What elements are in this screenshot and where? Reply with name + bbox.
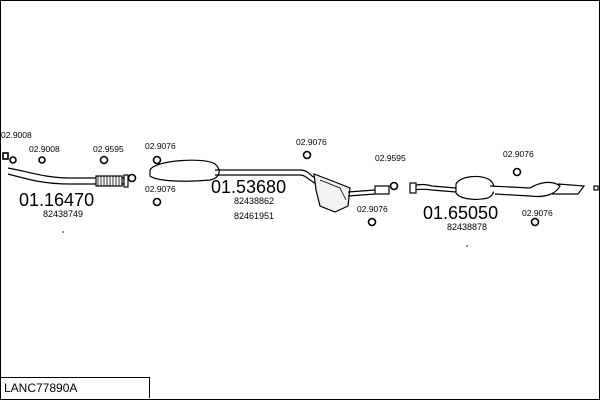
fitting-label: 02.9076: [145, 141, 176, 151]
fitting-label: 02.9076: [296, 137, 327, 147]
oe-reference: 82438749: [43, 209, 83, 219]
oe-reference: 82438878: [447, 222, 487, 232]
oe-reference: 82461951: [234, 211, 274, 221]
fitting-label: 02.9076: [357, 204, 388, 214]
marker-dots: [62, 231, 468, 247]
gasket-icon: [2, 152, 137, 183]
part-number: 01.16470: [19, 190, 94, 210]
fitting-label: 02.9076: [522, 208, 553, 218]
gasket-icon: [152, 150, 399, 227]
kit-code: LANC77890A: [4, 381, 78, 395]
fitting-label: 02.9076: [503, 149, 534, 159]
rear-silencer-drawing: [409, 175, 599, 200]
intermediate-silencer-drawing: [149, 159, 390, 213]
front-pipe-drawing: [7, 167, 129, 188]
part-number: 01.65050: [423, 203, 498, 223]
gasket-icon: [512, 167, 540, 227]
fitting-label: 02.9076: [145, 184, 176, 194]
fitting-label: 02.9008: [1, 130, 32, 140]
fitting-label: 02.9008: [29, 144, 60, 154]
part-number: 01.53680: [211, 177, 286, 197]
oe-reference: 82438862: [234, 196, 274, 206]
fitting-label: 02.9595: [93, 144, 124, 154]
fitting-label: 02.9595: [375, 153, 406, 163]
kit-code-box: LANC77890A: [0, 377, 150, 398]
